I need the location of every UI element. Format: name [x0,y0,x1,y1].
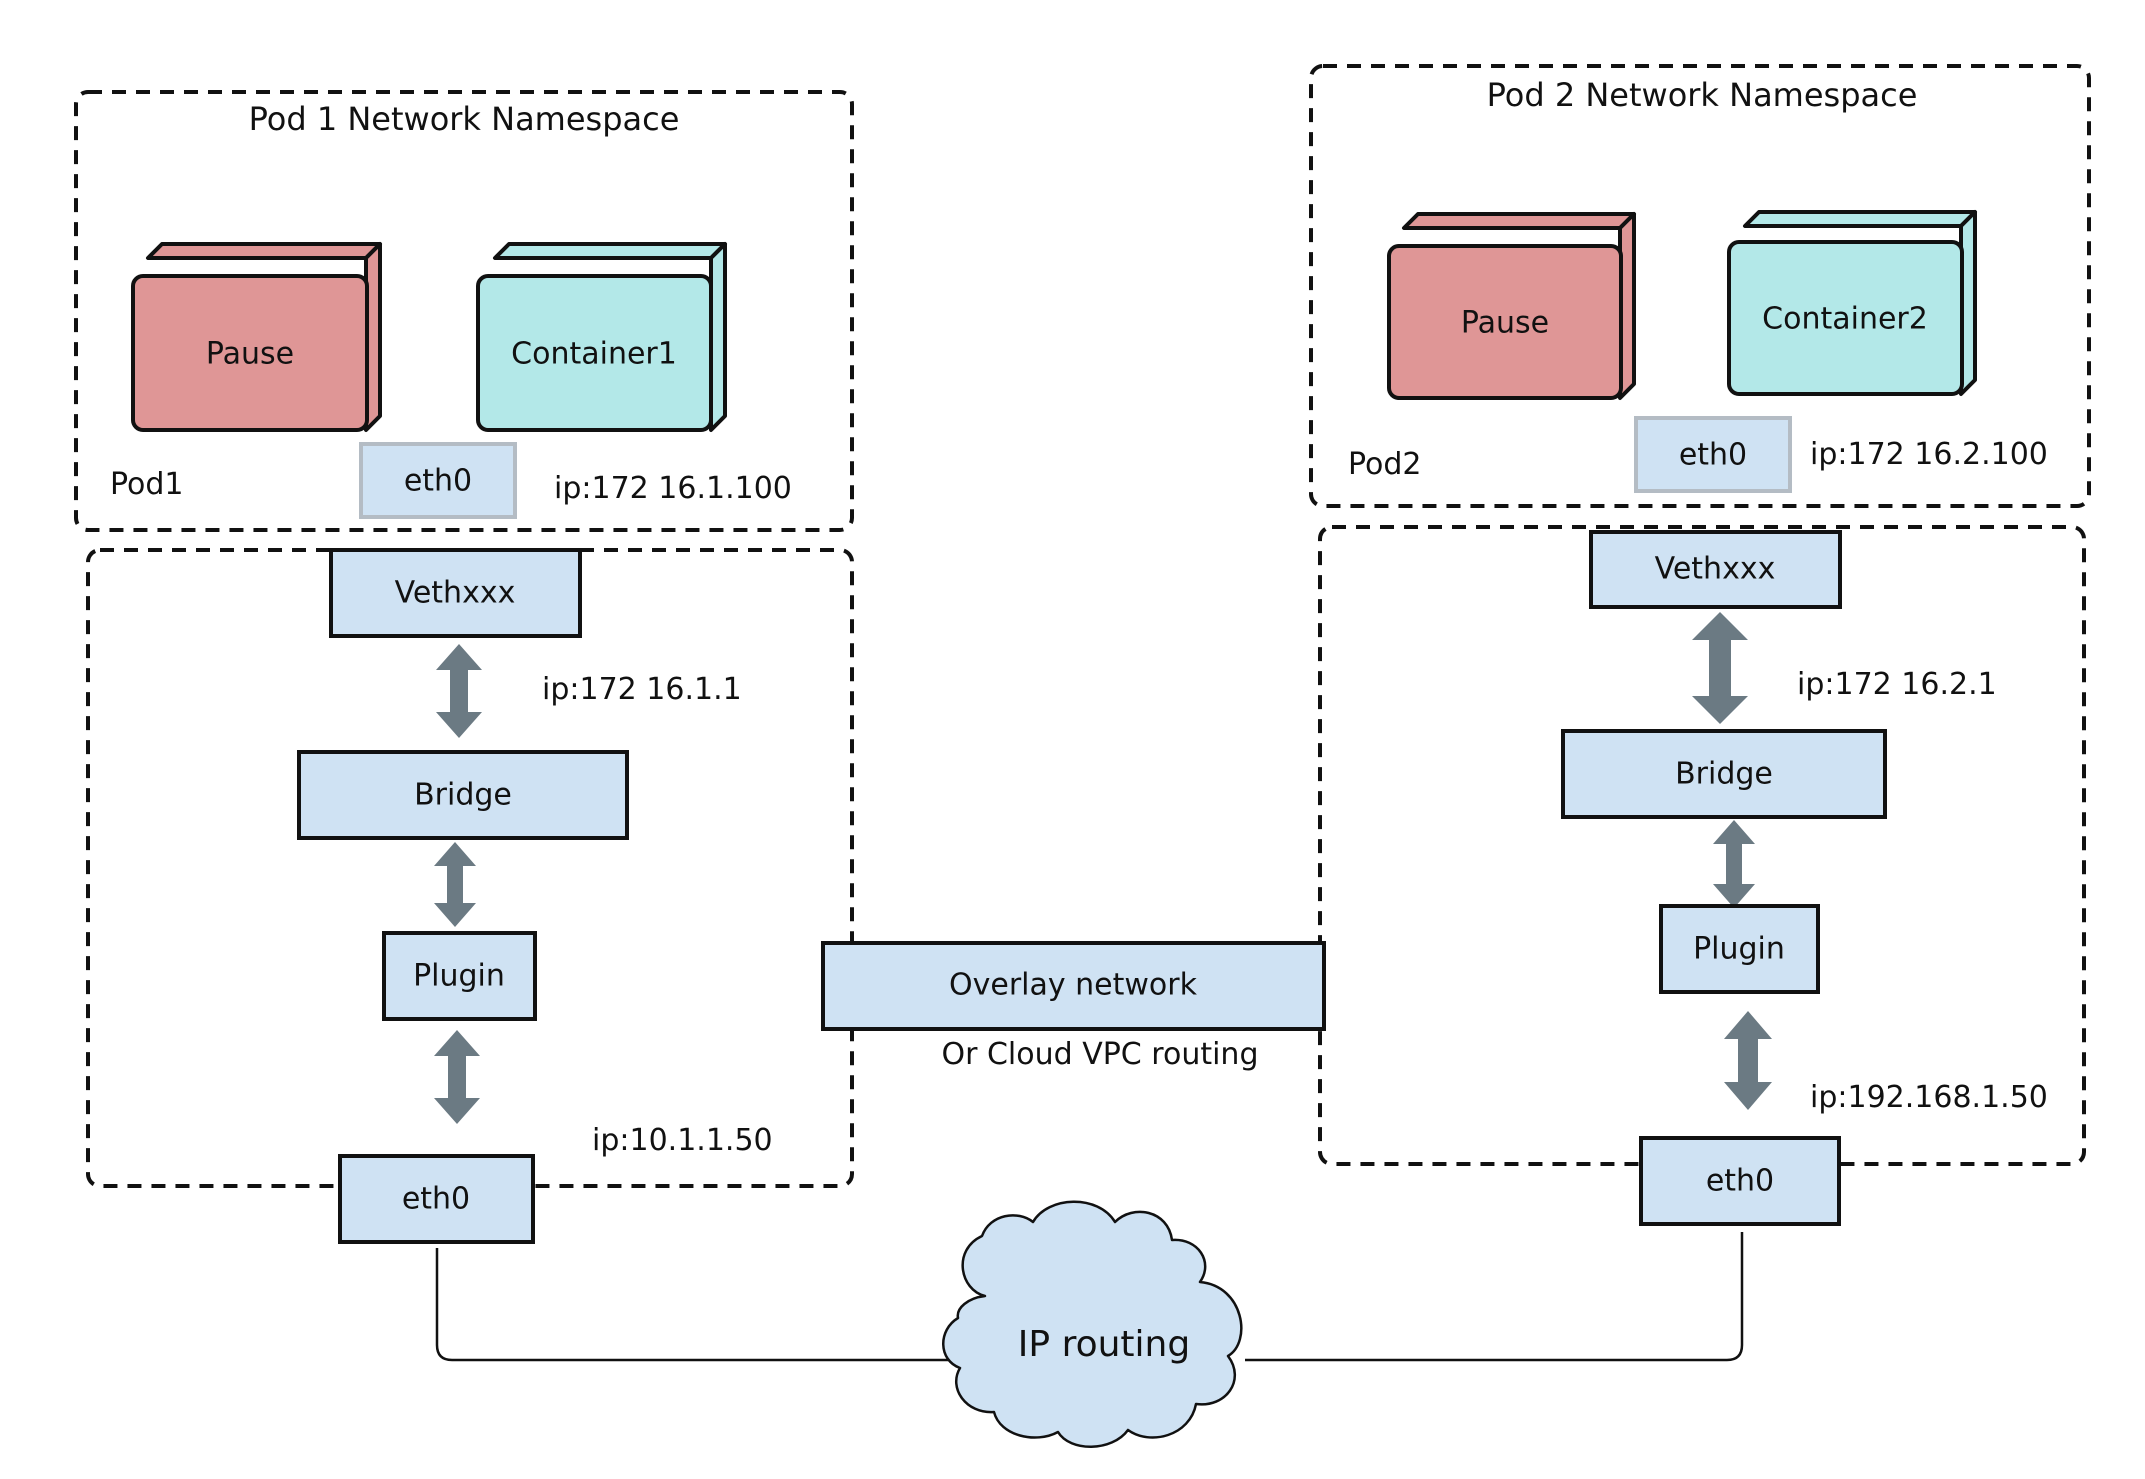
pod2-bridge-label: Bridge [1675,757,1773,792]
pod1-host-region [86,548,854,1188]
pod1-plugin-eth0-arrow [434,1030,480,1124]
pod1-veth-label: Vethxxx [395,576,516,611]
pod1-pause-block: Pause [131,242,382,432]
ip-routing-cloud: IP routing [942,1200,1243,1448]
pod2-label: Pod2 [1348,447,1422,482]
overlay-network-label: Overlay network [949,968,1198,1003]
pod2-eth0-box [1634,416,1792,493]
pod2-namespace-region [1309,64,2091,508]
pod1-host-ip-label: ip:10.1.1.50 [592,1123,773,1158]
pod2-host-eth0-label: eth0 [1706,1164,1774,1199]
pod1-veth-bridge-arrow [436,644,482,738]
pod2-plugin-eth0-arrow [1724,1011,1772,1110]
pod2-bridge-box [1561,729,1887,819]
pod1-container-label: Container1 [511,337,677,372]
pod2-veth-box [1589,530,1842,609]
pod1-eth0-box [359,442,517,519]
pod2-veth-label: Vethxxx [1655,552,1776,587]
pod2-host-eth0-box [1639,1136,1841,1226]
ip-routing-label: IP routing [1018,1324,1190,1365]
pod2-container-block: Container2 [1727,210,1977,396]
pod2-plugin-box [1659,904,1820,994]
pod1-namespace-title: Pod 1 Network Namespace [249,100,680,138]
pod1-container-block: Container1 [476,242,727,432]
pod1-host-eth0-box [338,1154,535,1244]
pod1-plugin-label: Plugin [413,959,505,994]
pod1-label: Pod1 [110,467,184,502]
pod1-pause-label: Pause [206,337,294,372]
pod2-veth-bridge-arrow [1692,612,1748,724]
overlay-network-box [821,941,1326,1031]
pod2-routing-line [1245,1232,1744,1362]
pod1-veth-box [329,548,582,638]
pod1-routing-line [435,1248,952,1362]
pod2-namespace-title: Pod 2 Network Namespace [1487,76,1918,114]
pod2-plugin-label: Plugin [1693,932,1785,967]
pod2-host-region [1318,525,2086,1166]
pod2-bridge-plugin-arrow [1713,820,1755,908]
pod2-pause-label: Pause [1461,306,1549,341]
pod2-pause-block: Pause [1387,212,1636,400]
pod2-container-label: Container2 [1762,302,1928,337]
pod2-veth-ip-label: ip:172 16.2.1 [1797,667,1997,702]
pod1-bridge-label: Bridge [414,778,512,813]
pod1-eth0-label: eth0 [404,464,472,499]
overlay-network-sublabel: Or Cloud VPC routing [941,1037,1258,1072]
pod1-plugin-box [382,931,537,1021]
pod2-eth0-label: eth0 [1679,438,1747,473]
pod1-veth-ip-label: ip:172 16.1.1 [542,672,742,707]
pod2-host-ip-label: ip:192.168.1.50 [1810,1080,2048,1115]
pod1-host-eth0-label: eth0 [402,1182,470,1217]
pod2-ip-label: ip:172 16.2.100 [1810,437,2048,472]
pod1-bridge-box [297,750,629,840]
pod1-bridge-plugin-arrow [434,842,476,927]
pod1-ip-label: ip:172 16.1.100 [554,471,792,506]
